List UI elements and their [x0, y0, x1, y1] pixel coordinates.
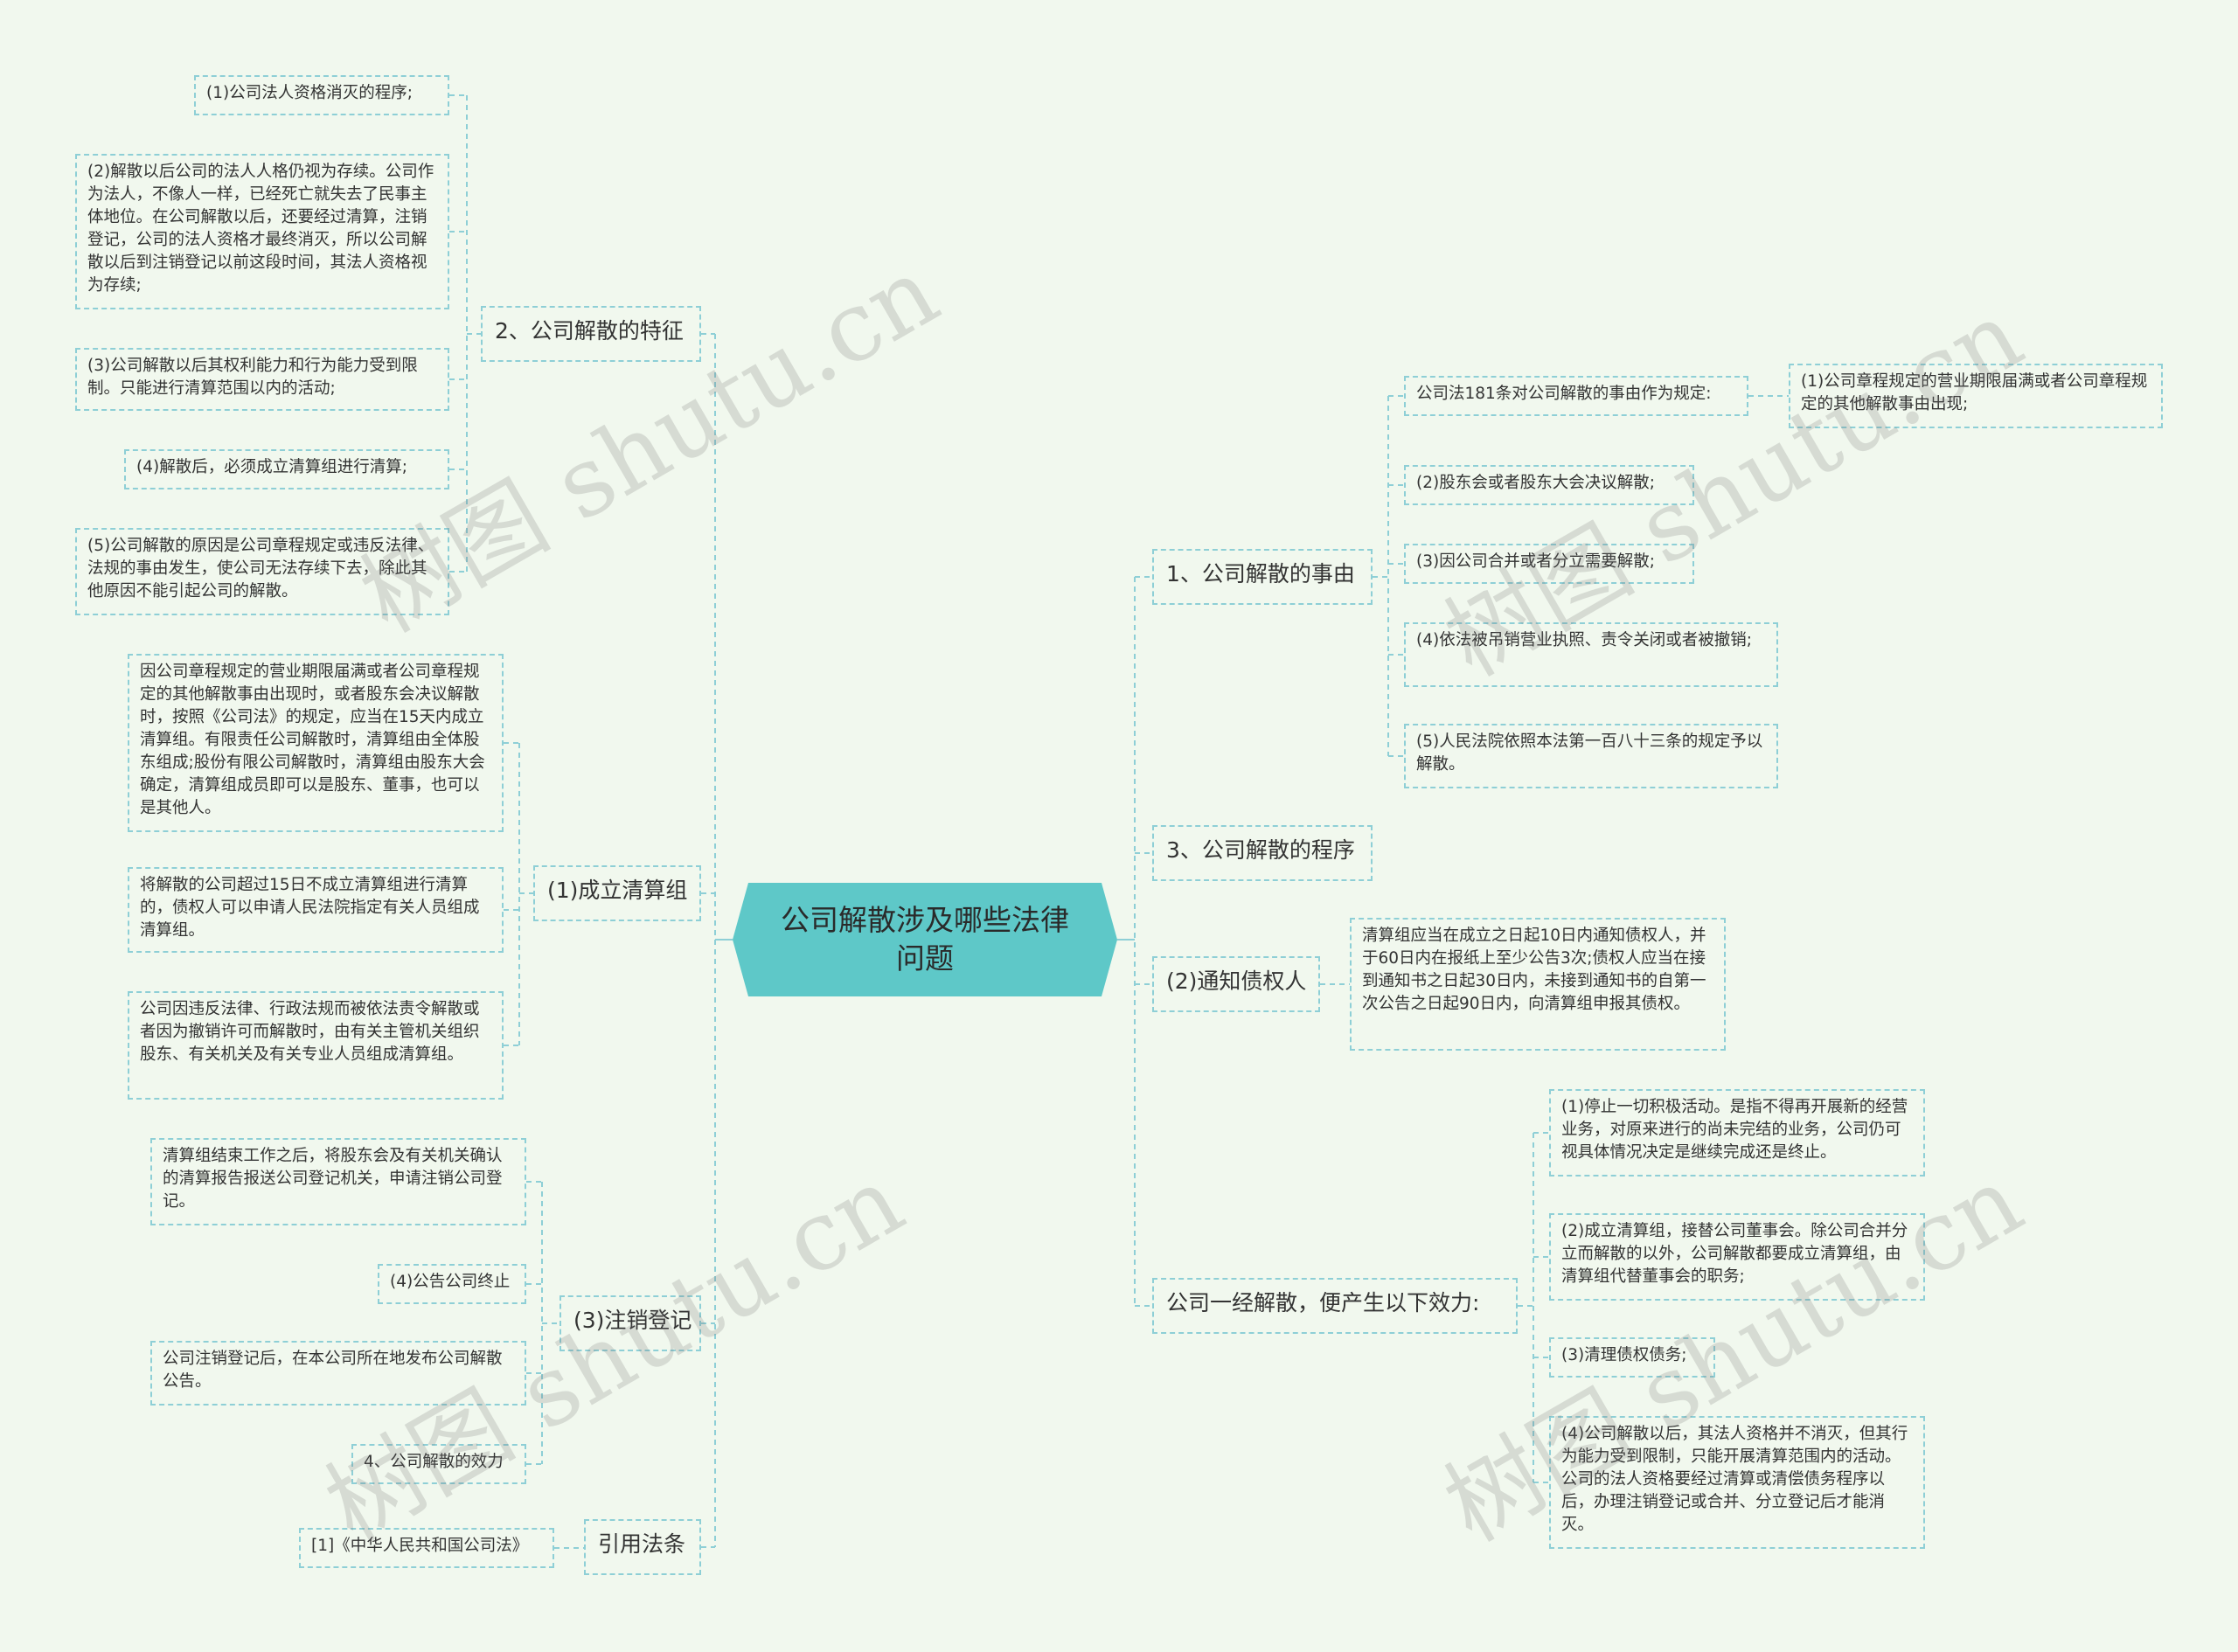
root-shape: [733, 883, 1117, 996]
notify-item-1[interactable]: 清算组应当在成立之日起10日内通知债权人，并于60日内在报纸上至少公告3次;债权…: [1350, 918, 1726, 1051]
branch-features[interactable]: 2、公司解散的特征: [481, 306, 701, 362]
feature-item-2[interactable]: (2)解散以后公司的法人人格仍视为存续。公司作为法人，不像人一样，已经死亡就失去…: [75, 154, 449, 309]
law-item-1[interactable]: [1]《中华人民共和国公司法》: [299, 1528, 554, 1568]
branch-liquidation[interactable]: (1)成立清算组: [533, 865, 701, 921]
feature-item-4[interactable]: (4)解散后，必须成立清算组进行清算;: [124, 449, 449, 489]
reason-item-4[interactable]: (4)依法被吊销营业执照、责令关闭或者被撤销;: [1404, 622, 1778, 687]
branch-procedure[interactable]: 3、公司解散的程序: [1152, 825, 1373, 881]
root-node[interactable]: 公司解散涉及哪些法律问题: [733, 883, 1117, 996]
feature-item-3[interactable]: (3)公司解散以后其权利能力和行为能力受到限制。只能进行清算范围以内的活动;: [75, 348, 449, 411]
feature-item-1[interactable]: (1)公司法人资格消灭的程序;: [194, 75, 449, 115]
liquidation-item-2[interactable]: 将解散的公司超过15日不成立清算组进行清算的，债权人可以申请人民法院指定有关人员…: [128, 867, 504, 953]
reason-item-3[interactable]: (3)因公司合并或者分立需要解散;: [1404, 544, 1694, 584]
branch-deregistration[interactable]: (3)注销登记: [560, 1295, 701, 1351]
effect-item-4[interactable]: (4)公司解散以后，其法人资格并不消灭，但其行为能力受到限制，只能开展清算范围内…: [1549, 1416, 1925, 1549]
feature-item-5[interactable]: (5)公司解散的原因是公司章程规定或违反法律、法规的事由发生，使公司无法存续下去…: [75, 528, 449, 615]
reason-item-5[interactable]: (5)人民法院依照本法第一百八十三条的规定予以解散。: [1404, 724, 1778, 788]
root-label: 公司解散涉及哪些法律问题: [781, 903, 1069, 975]
effect-item-2[interactable]: (2)成立清算组，接替公司董事会。除公司合并分立而解散的以外，公司解散都要成立清…: [1549, 1213, 1925, 1301]
branch-laws[interactable]: 引用法条: [584, 1519, 701, 1575]
reason-item-2[interactable]: (2)股东会或者股东大会决议解散;: [1404, 465, 1694, 505]
liquidation-item-1[interactable]: 因公司章程规定的营业期限届满或者公司章程规定的其他解散事由出现时，或者股东会决议…: [128, 654, 504, 832]
liquidation-item-3[interactable]: 公司因违反法律、行政法规而被依法责令解散或者因为撤销许可而解散时，由有关主管机关…: [128, 991, 504, 1100]
branch-reasons[interactable]: 1、公司解散的事由: [1152, 549, 1373, 605]
branch-effects[interactable]: 公司一经解散，便产生以下效力:: [1152, 1278, 1518, 1334]
dereg-item-3[interactable]: 公司注销登记后，在本公司所在地发布公司解散公告。: [150, 1341, 526, 1406]
reason-item-1[interactable]: 公司法181条对公司解散的事由作为规定:: [1404, 376, 1748, 416]
effect-item-1[interactable]: (1)停止一切积极活动。是指不得再开展新的经营业务，对原来进行的尚未完结的业务，…: [1549, 1089, 1925, 1177]
effect-item-3[interactable]: (3)清理债权债务;: [1549, 1337, 1715, 1378]
dereg-item-1[interactable]: 清算组结束工作之后，将股东会及有关机关确认的清算报告报送公司登记机关，申请注销公…: [150, 1138, 526, 1225]
dereg-item-4[interactable]: 4、公司解散的效力: [351, 1444, 526, 1484]
branch-notify[interactable]: (2)通知债权人: [1152, 956, 1320, 1012]
dereg-item-2[interactable]: (4)公告公司终止: [378, 1264, 526, 1304]
reason-sub-1[interactable]: (1)公司章程规定的营业期限届满或者公司章程规定的其他解散事由出现;: [1789, 364, 2163, 428]
